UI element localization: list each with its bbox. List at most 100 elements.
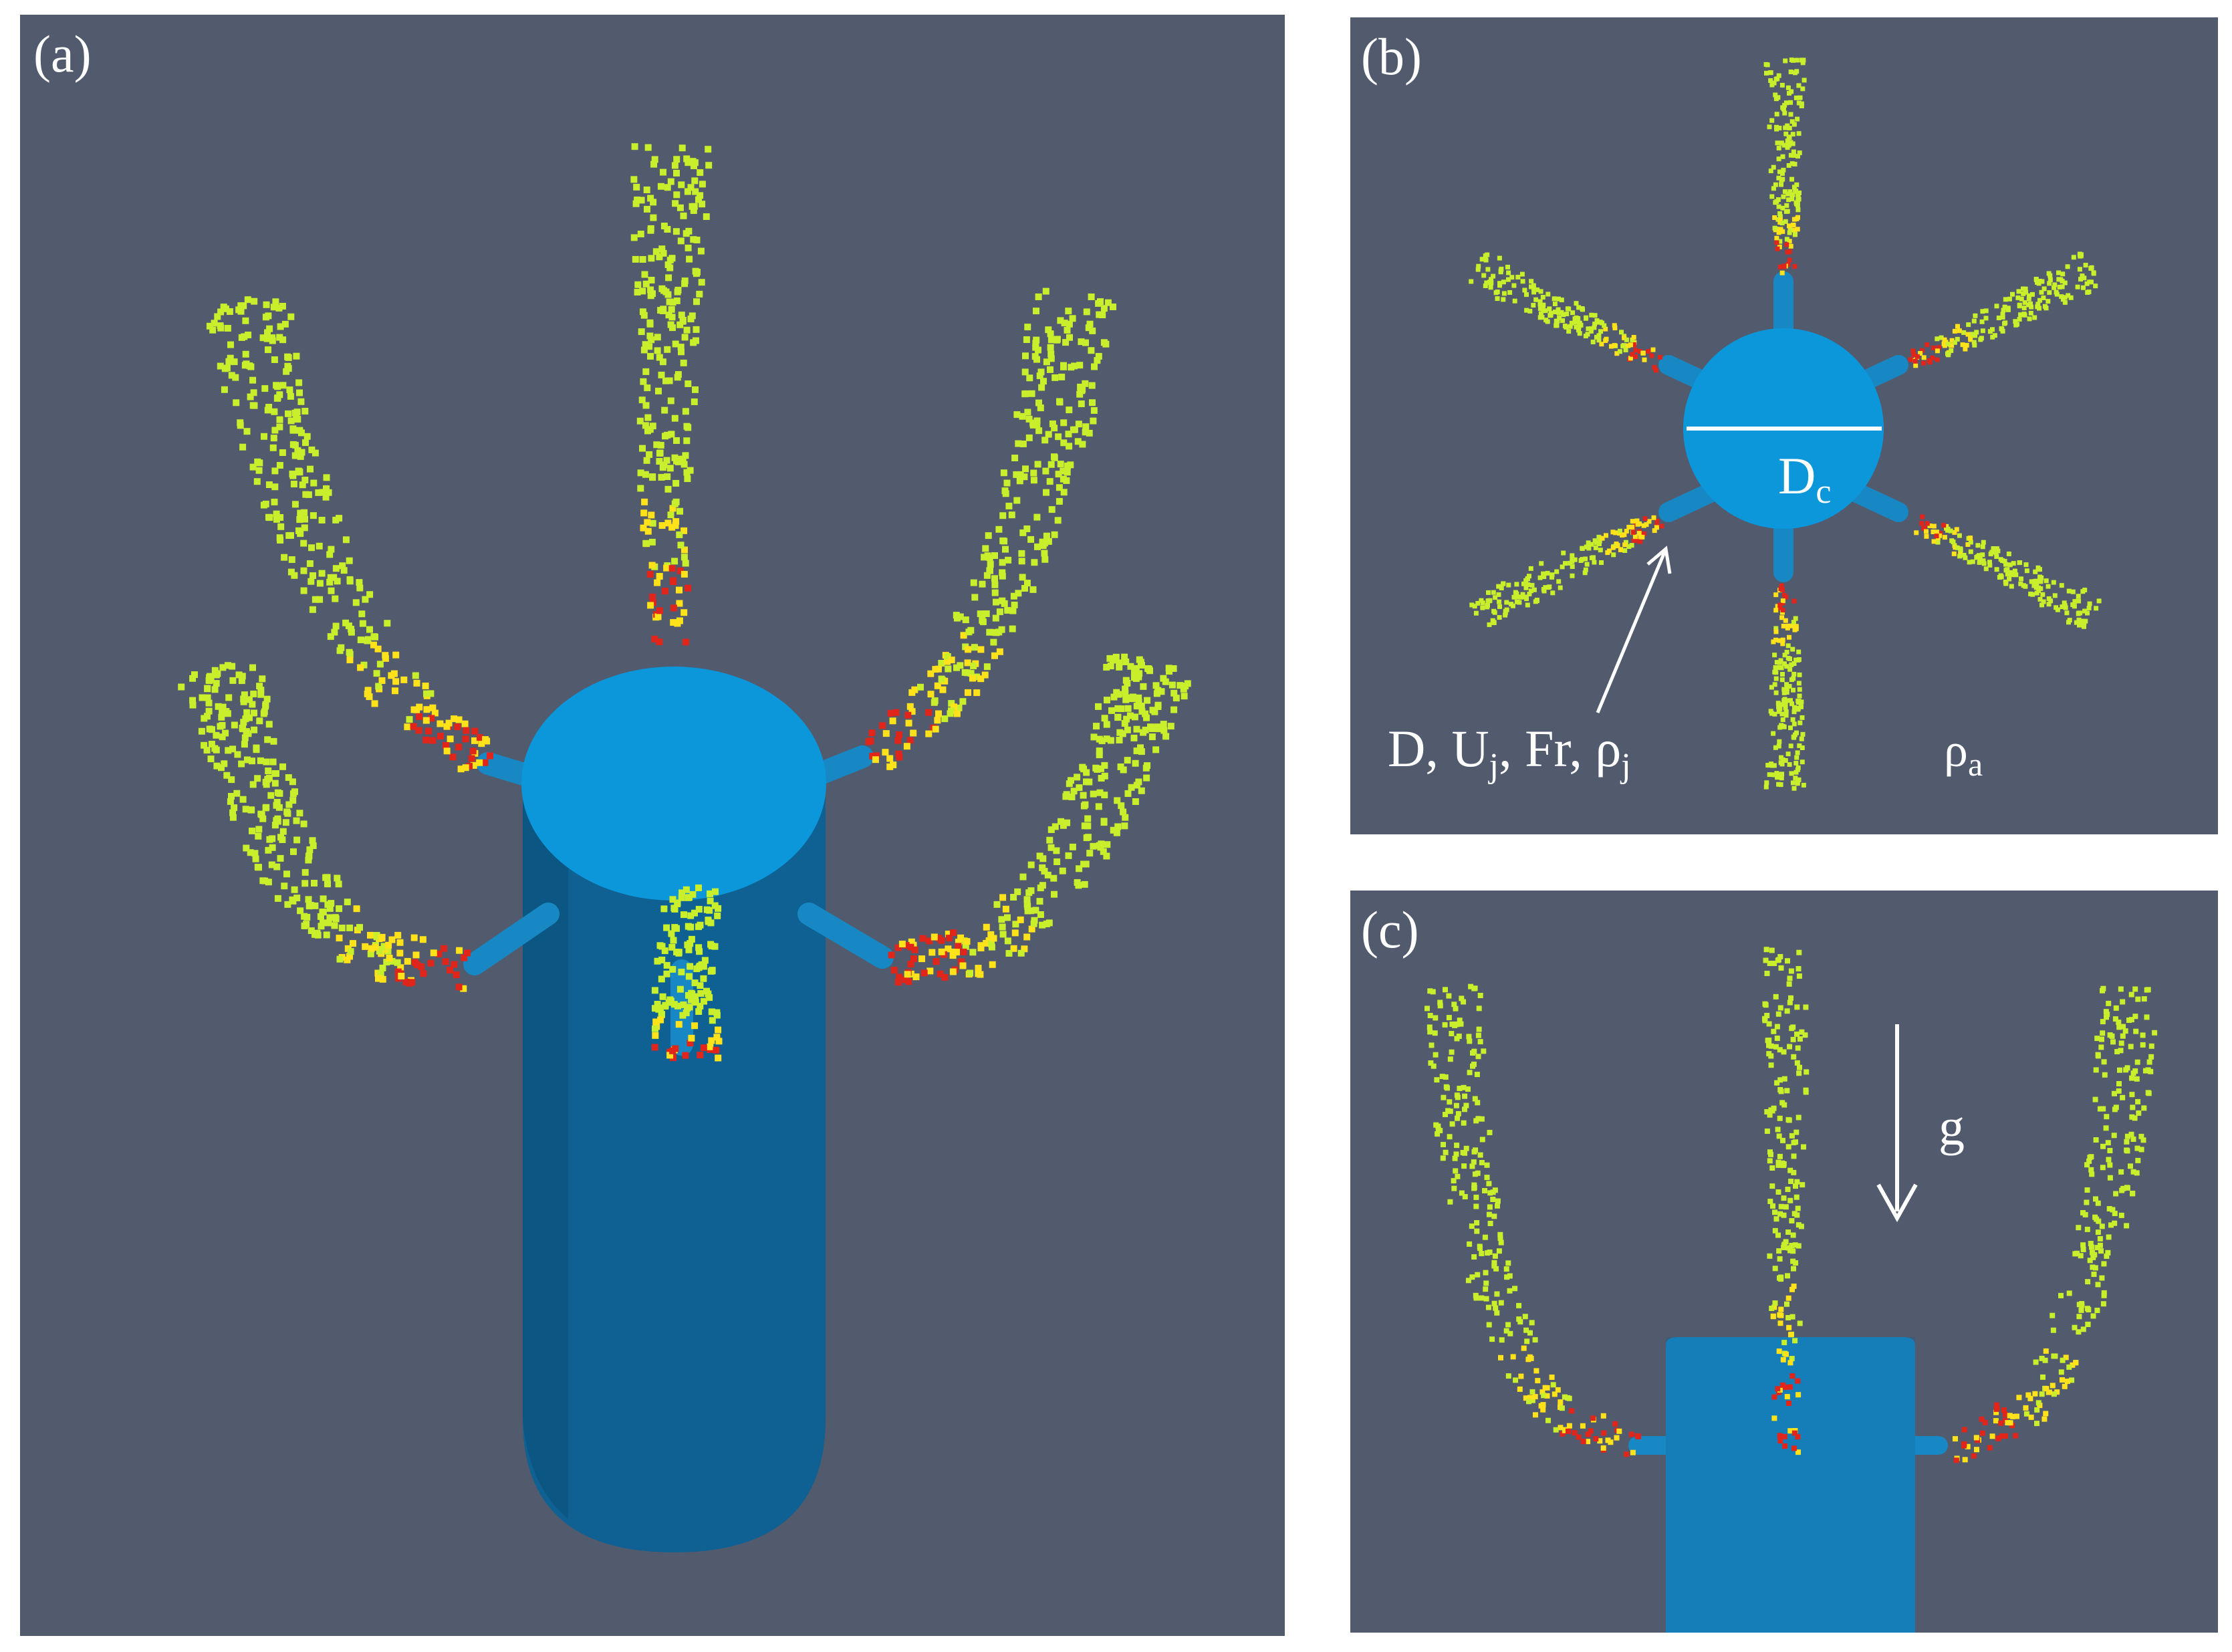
particle xyxy=(199,694,206,701)
particle xyxy=(2073,1360,2079,1366)
particle xyxy=(1479,1295,1485,1301)
particle xyxy=(227,798,234,805)
particle xyxy=(1011,601,1018,608)
particle xyxy=(1590,1415,1596,1421)
particle xyxy=(677,344,685,351)
particle xyxy=(1518,1373,1524,1379)
particle xyxy=(1777,1438,1783,1444)
particle xyxy=(912,973,920,981)
particle xyxy=(672,200,679,207)
particle xyxy=(2084,1187,2090,1193)
particle xyxy=(1572,316,1578,322)
particle xyxy=(279,836,286,843)
particle xyxy=(1787,634,1791,640)
particle xyxy=(1787,91,1791,96)
particle xyxy=(1034,543,1041,550)
particle xyxy=(1045,326,1052,334)
particle xyxy=(1654,525,1659,530)
particle xyxy=(945,935,953,942)
particle xyxy=(1511,594,1517,600)
particle xyxy=(1786,1117,1792,1123)
particle xyxy=(211,686,219,693)
particle xyxy=(1786,197,1791,203)
particle xyxy=(2089,265,2094,270)
particle xyxy=(1961,330,1967,335)
particle xyxy=(2041,286,2047,291)
particle xyxy=(1963,346,1968,352)
particle xyxy=(239,673,246,680)
particle xyxy=(1045,431,1052,438)
particle xyxy=(2045,299,2051,304)
particle xyxy=(2144,987,2150,993)
particle xyxy=(682,408,689,415)
particle xyxy=(658,473,665,481)
particle xyxy=(1770,1314,1776,1320)
particle xyxy=(1554,323,1559,328)
particle xyxy=(1642,357,1647,362)
particle xyxy=(447,967,453,974)
particle xyxy=(690,236,697,243)
particle xyxy=(1060,467,1067,475)
particle xyxy=(654,613,662,620)
particle xyxy=(1547,584,1552,590)
particle xyxy=(669,505,676,512)
particle xyxy=(2080,1247,2086,1252)
particle xyxy=(1779,761,1785,767)
particle xyxy=(1490,618,1495,623)
particle xyxy=(274,895,281,902)
particle xyxy=(1487,1221,1493,1226)
particle xyxy=(1775,701,1781,706)
particle xyxy=(1767,772,1772,778)
cylinder-shading xyxy=(523,797,568,1519)
particle xyxy=(1780,154,1785,159)
particle xyxy=(1009,607,1017,614)
particle xyxy=(1017,949,1025,957)
particle xyxy=(1600,320,1605,326)
particle xyxy=(691,1022,699,1030)
particle xyxy=(1608,344,1614,349)
particle xyxy=(1787,227,1793,233)
particle xyxy=(1076,362,1084,369)
particle xyxy=(1168,681,1176,689)
particle xyxy=(262,804,269,812)
particle xyxy=(1447,1056,1453,1062)
particle xyxy=(477,734,483,741)
particle xyxy=(1526,1399,1531,1405)
particle xyxy=(1924,534,1929,539)
particle xyxy=(1583,567,1588,572)
particle xyxy=(996,648,1003,655)
particle xyxy=(1592,313,1598,318)
particle xyxy=(934,717,941,724)
particle xyxy=(1977,560,1982,565)
particle xyxy=(682,560,689,567)
particle xyxy=(1777,1077,1783,1083)
particle xyxy=(2100,985,2106,991)
particle xyxy=(1499,1337,1505,1343)
particle xyxy=(1569,1408,1575,1414)
particle xyxy=(219,664,227,671)
particle xyxy=(2116,1020,2122,1026)
particle xyxy=(1788,100,1793,105)
particle xyxy=(661,947,668,955)
particle xyxy=(277,523,285,530)
particle xyxy=(1079,763,1086,771)
particle xyxy=(1047,366,1053,373)
particle xyxy=(2019,296,2024,302)
particle xyxy=(1036,372,1043,380)
particle xyxy=(656,638,663,646)
particle xyxy=(1994,567,1999,572)
particle xyxy=(225,747,232,754)
particle xyxy=(270,304,277,311)
particle xyxy=(1486,1211,1492,1217)
particle xyxy=(1104,299,1112,306)
particle xyxy=(967,670,975,677)
particle xyxy=(1659,523,1664,529)
particle xyxy=(1987,562,1993,568)
particle xyxy=(2076,1314,2082,1320)
particle xyxy=(2100,1019,2106,1025)
particle xyxy=(1941,341,1947,346)
particle xyxy=(2007,576,2012,582)
particle xyxy=(961,669,969,676)
particle xyxy=(1566,329,1572,334)
particle xyxy=(1629,543,1634,548)
